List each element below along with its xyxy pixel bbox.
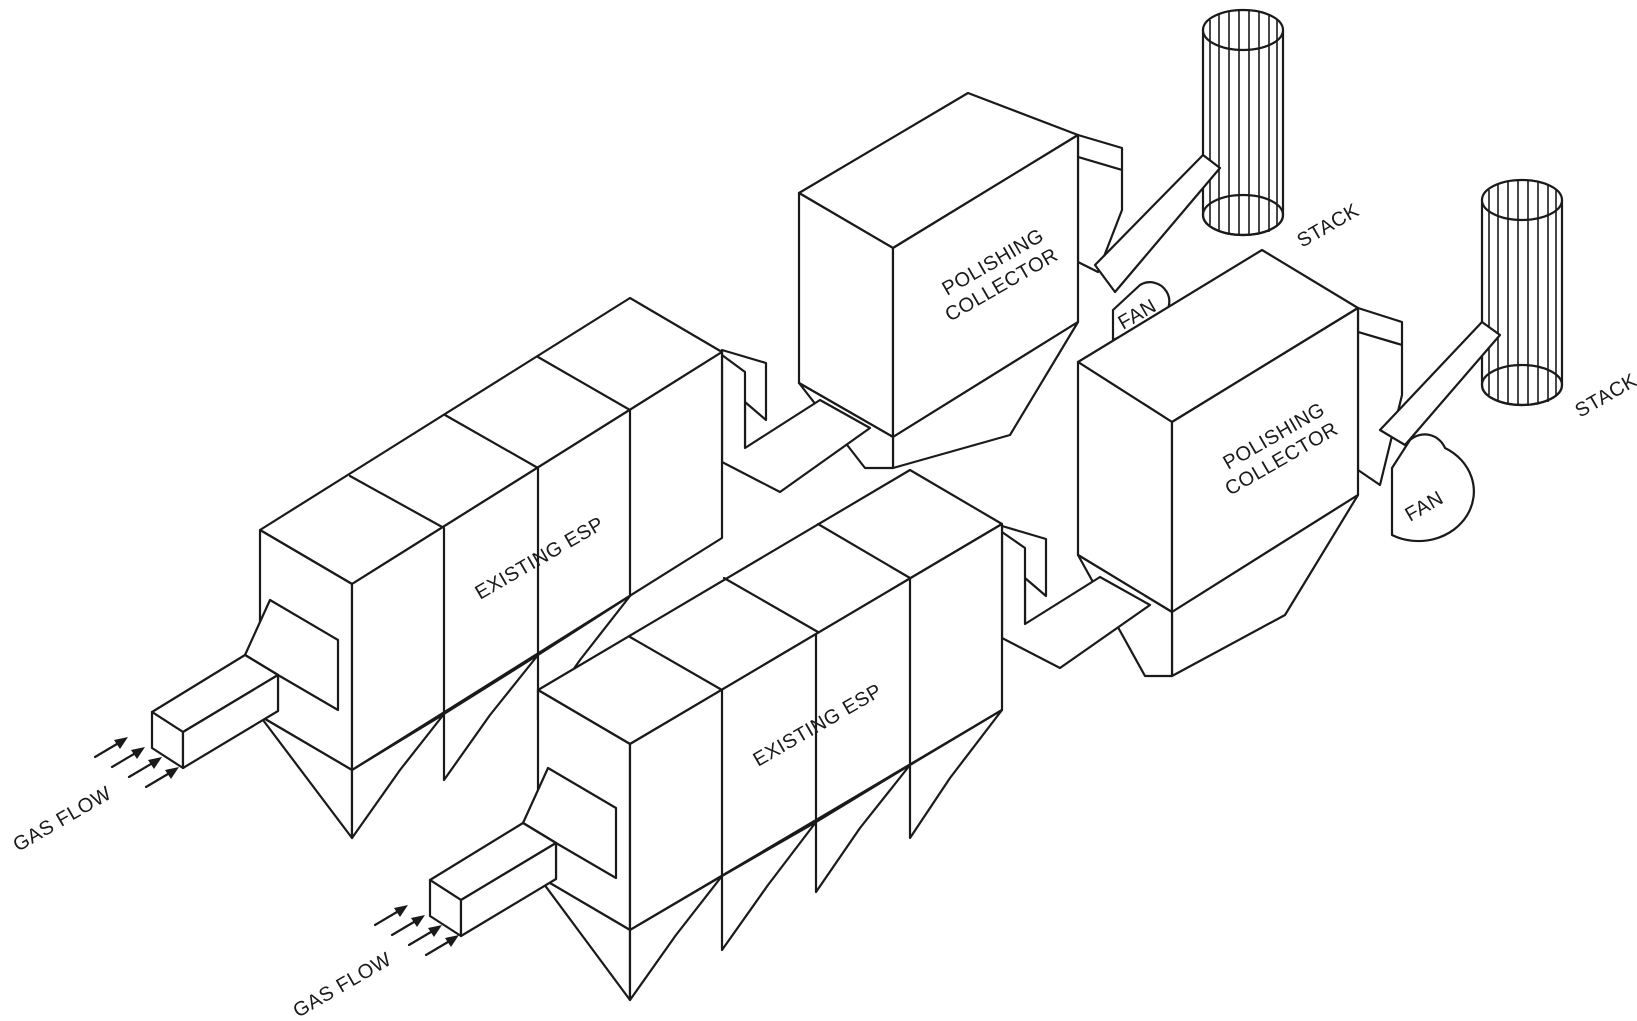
stack-top bbox=[1201, 8, 1285, 237]
fan-top bbox=[1093, 153, 1222, 342]
gas-flow-top-label: GAS FLOW bbox=[10, 782, 116, 856]
gas-flow-arrows-bottom bbox=[373, 905, 459, 957]
fan-right bbox=[1378, 320, 1502, 543]
gas-flow-bottom-label: GAS FLOW bbox=[290, 948, 396, 1021]
stack-right-label: STACK bbox=[1572, 369, 1637, 422]
stack-top-label: STACK bbox=[1294, 199, 1364, 252]
esp-bottom bbox=[428, 468, 1152, 1002]
gas-flow-arrows-top bbox=[93, 737, 179, 789]
stack-right bbox=[1480, 178, 1564, 407]
esp-top bbox=[150, 296, 872, 840]
